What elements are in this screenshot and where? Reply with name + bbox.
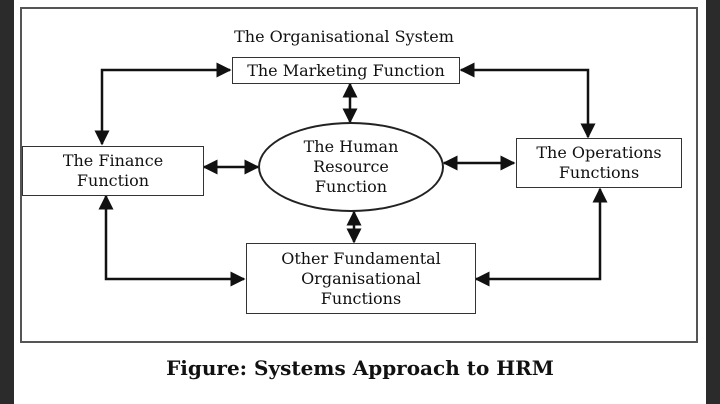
figure-panel: The Organisational System The Marketing … bbox=[14, 0, 706, 404]
node-hrm: The Human Resource Function bbox=[258, 122, 444, 212]
node-finance: The Finance Function bbox=[22, 146, 204, 196]
node-marketing-label: The Marketing Function bbox=[247, 60, 445, 80]
node-operations-label: The Operations Functions bbox=[536, 143, 662, 182]
figure-caption: Figure: Systems Approach to HRM bbox=[166, 356, 554, 380]
node-other: Other Fundamental Organisational Functio… bbox=[246, 243, 476, 314]
node-operations: The Operations Functions bbox=[516, 138, 682, 188]
node-hrm-label: The Human Resource Function bbox=[303, 137, 399, 196]
node-marketing: The Marketing Function bbox=[232, 57, 460, 84]
system-label: The Organisational System bbox=[234, 27, 454, 46]
link-finance-other bbox=[98, 194, 246, 287]
node-other-label: Other Fundamental Organisational Functio… bbox=[281, 248, 441, 308]
link-marketing-operations bbox=[459, 62, 596, 139]
connector-layer bbox=[94, 62, 608, 287]
system-boundary bbox=[20, 7, 698, 343]
node-finance-label: The Finance Function bbox=[62, 151, 164, 190]
link-operations-other bbox=[474, 187, 608, 287]
link-marketing-finance bbox=[94, 62, 232, 146]
